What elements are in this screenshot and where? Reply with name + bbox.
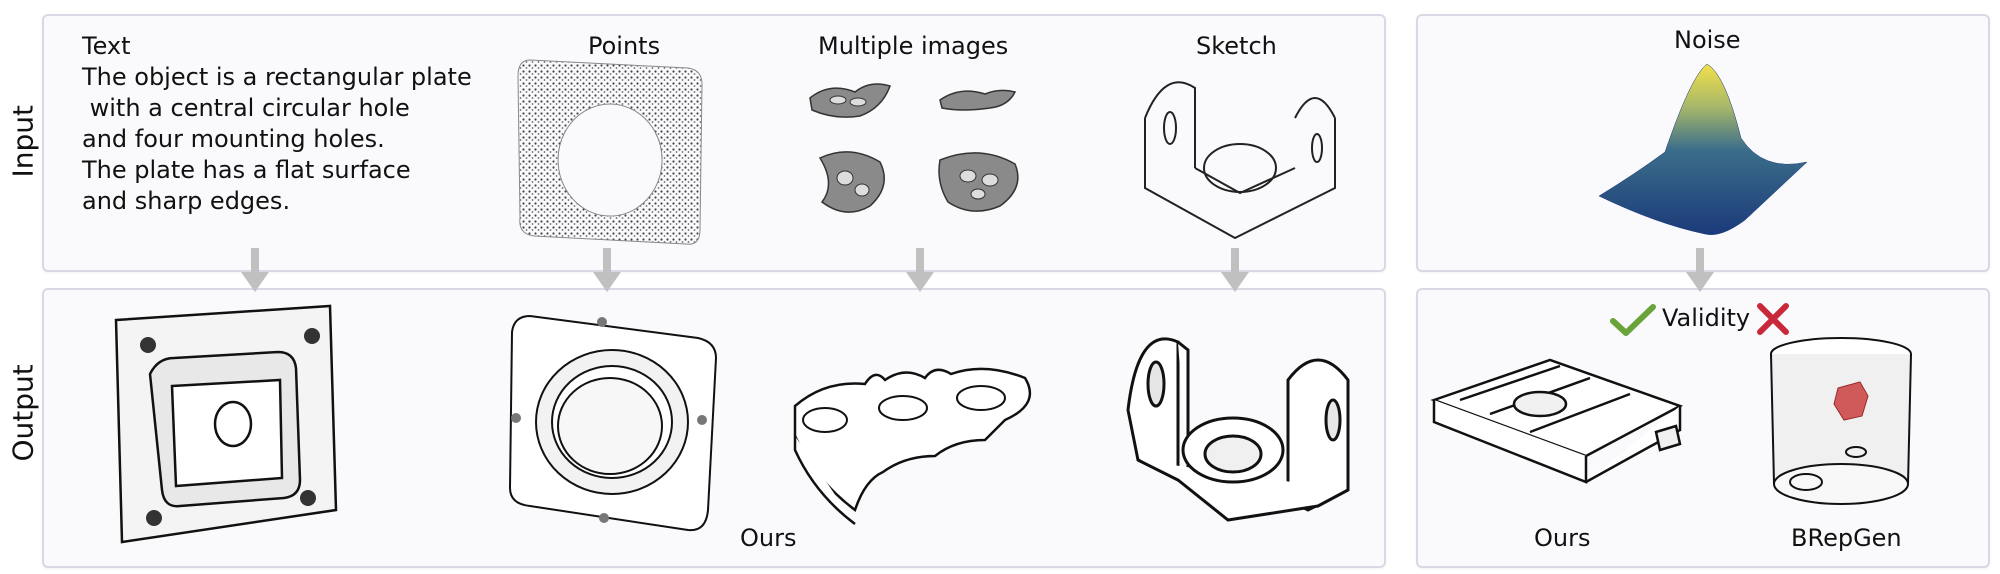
noise-surface (1598, 63, 1808, 235)
check-icon (1610, 304, 1656, 336)
row-label-output: Output (6, 364, 40, 462)
prompt-line: and four mounting holes. (82, 125, 385, 153)
output-brepgen-model (1770, 337, 1912, 505)
output-plate-model (114, 304, 338, 544)
output-spinner-model (793, 367, 1031, 525)
prompt-line: The plate has a flat surface (82, 156, 411, 184)
arrow-down-icon (593, 248, 621, 292)
output-bracket-model (1126, 337, 1350, 522)
sketch-input-title: Sketch (1196, 32, 1277, 60)
point-cloud-plate (517, 59, 703, 245)
multiple-images-input-title: Multiple images (818, 32, 1009, 60)
text-input-title: Text (82, 32, 131, 60)
points-input-title: Points (588, 32, 661, 60)
arrow-down-icon (906, 248, 934, 292)
multi-view-images (809, 83, 1019, 213)
validity-label: Validity (1662, 304, 1751, 332)
output-flange-model (508, 314, 718, 532)
arrow-down-icon (1221, 248, 1249, 292)
ours-label-right: Ours (1534, 524, 1591, 552)
line-sketch (1144, 81, 1336, 240)
arrow-down-icon (1686, 248, 1714, 292)
noise-input-title: Noise (1674, 26, 1741, 54)
prompt-line: with a central circular hole (82, 94, 410, 122)
ours-label-left: Ours (740, 524, 797, 552)
prompt-line: and sharp edges. (82, 187, 291, 215)
input-panel-left (42, 14, 1386, 272)
arrow-down-icon (241, 248, 269, 292)
row-label-input: Input (6, 104, 40, 178)
brepgen-label: BRepGen (1791, 524, 1902, 552)
cross-icon (1757, 303, 1789, 335)
output-slotted-block-model (1430, 358, 1684, 484)
prompt-line: The object is a rectangular plate (82, 63, 472, 91)
